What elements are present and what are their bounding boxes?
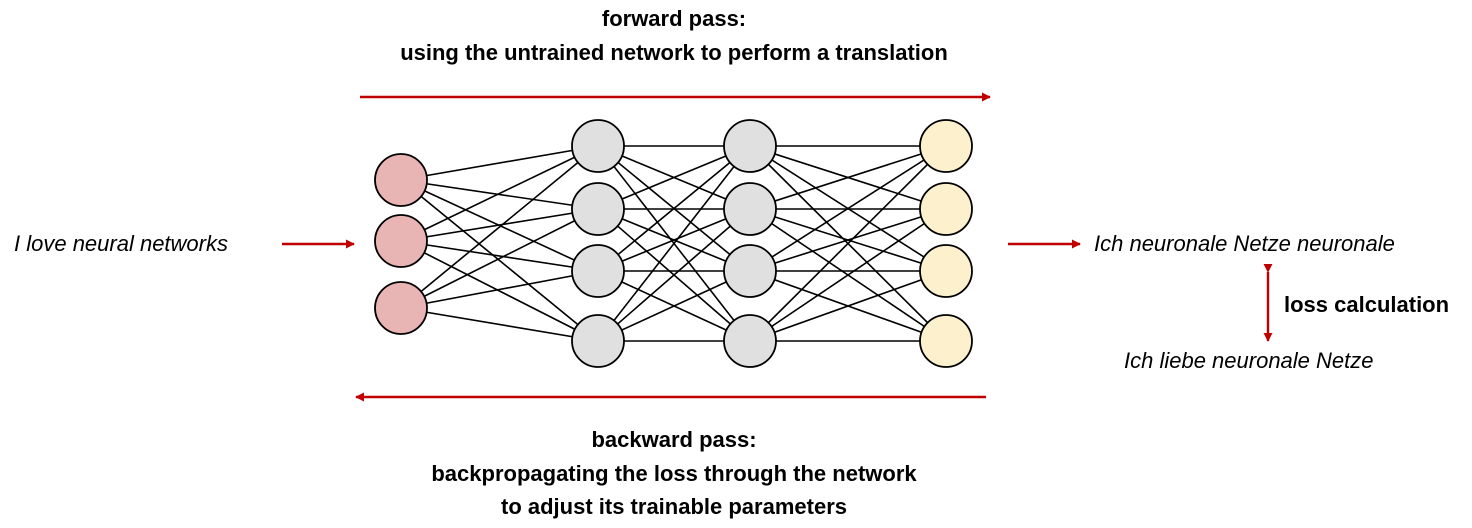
edge-hidden2-4-to-output-1 <box>749 145 947 342</box>
input-sentence: I love neural networks <box>14 231 228 256</box>
hidden1-node-2 <box>571 182 625 236</box>
input-node-2 <box>374 214 428 268</box>
output-node-2 <box>919 182 973 236</box>
backward-pass-line1: backpropagating the loss through the net… <box>431 461 917 486</box>
edge-hidden1-4-to-hidden2-3 <box>597 270 751 342</box>
edge-hidden1-4-to-hidden2-1 <box>597 145 751 342</box>
backward-pass-title: backward pass: <box>591 427 757 452</box>
input-node-1 <box>374 153 428 207</box>
edge-hidden1-3-to-hidden2-1 <box>597 145 751 272</box>
edge-input-2-to-hidden1-4 <box>400 240 599 342</box>
hidden2-node-1 <box>723 119 777 173</box>
edge-input-2-to-hidden1-3 <box>400 240 599 272</box>
edge-input-3-to-hidden1-3 <box>400 270 599 309</box>
edge-input-2-to-hidden1-1 <box>400 145 599 242</box>
arrows <box>282 92 1273 402</box>
hidden2-node-4 <box>723 314 777 368</box>
loss-calculation-label: loss calculation <box>1284 292 1450 317</box>
network-nodes <box>374 119 973 368</box>
edge-hidden2-4-to-output-3 <box>749 270 947 342</box>
output-node-1 <box>919 119 973 173</box>
output-node-4 <box>919 314 973 368</box>
input-node-3 <box>374 281 428 335</box>
hidden1-node-4 <box>571 314 625 368</box>
edge-input-1-to-hidden1-2 <box>400 179 599 210</box>
edge-hidden1-4-to-hidden2-2 <box>597 208 751 342</box>
edge-hidden1-3-to-hidden2-2 <box>597 208 751 272</box>
hidden2-node-3 <box>723 244 777 298</box>
edge-input-3-to-hidden1-1 <box>400 145 599 309</box>
edge-input-3-to-hidden1-2 <box>400 208 599 309</box>
edge-input-1-to-hidden1-1 <box>400 145 599 181</box>
backward-pass-line2: to adjust its trainable parameters <box>501 494 847 519</box>
hidden1-node-1 <box>571 119 625 173</box>
edge-input-1-to-hidden1-4 <box>400 179 599 342</box>
output-node-3 <box>919 244 973 298</box>
hidden1-node-3 <box>571 244 625 298</box>
target-sentence: Ich liebe neuronale Netze <box>1124 348 1374 373</box>
network-edges <box>400 145 947 342</box>
forward-pass-subtitle: using the untrained network to perform a… <box>400 40 948 65</box>
forward-pass-title: forward pass: <box>601 6 747 31</box>
edge-hidden2-3-to-output-2 <box>749 208 947 272</box>
output-sentence: Ich neuronale Netze neuronale <box>1094 231 1395 256</box>
edge-input-2-to-hidden1-2 <box>400 208 599 242</box>
edge-hidden2-2-to-output-1 <box>749 145 947 210</box>
edge-input-3-to-hidden1-4 <box>400 307 599 342</box>
edge-hidden2-3-to-output-1 <box>749 145 947 272</box>
edge-hidden1-2-to-hidden2-1 <box>597 145 751 210</box>
hidden2-node-2 <box>723 182 777 236</box>
edge-hidden2-4-to-output-2 <box>749 208 947 342</box>
